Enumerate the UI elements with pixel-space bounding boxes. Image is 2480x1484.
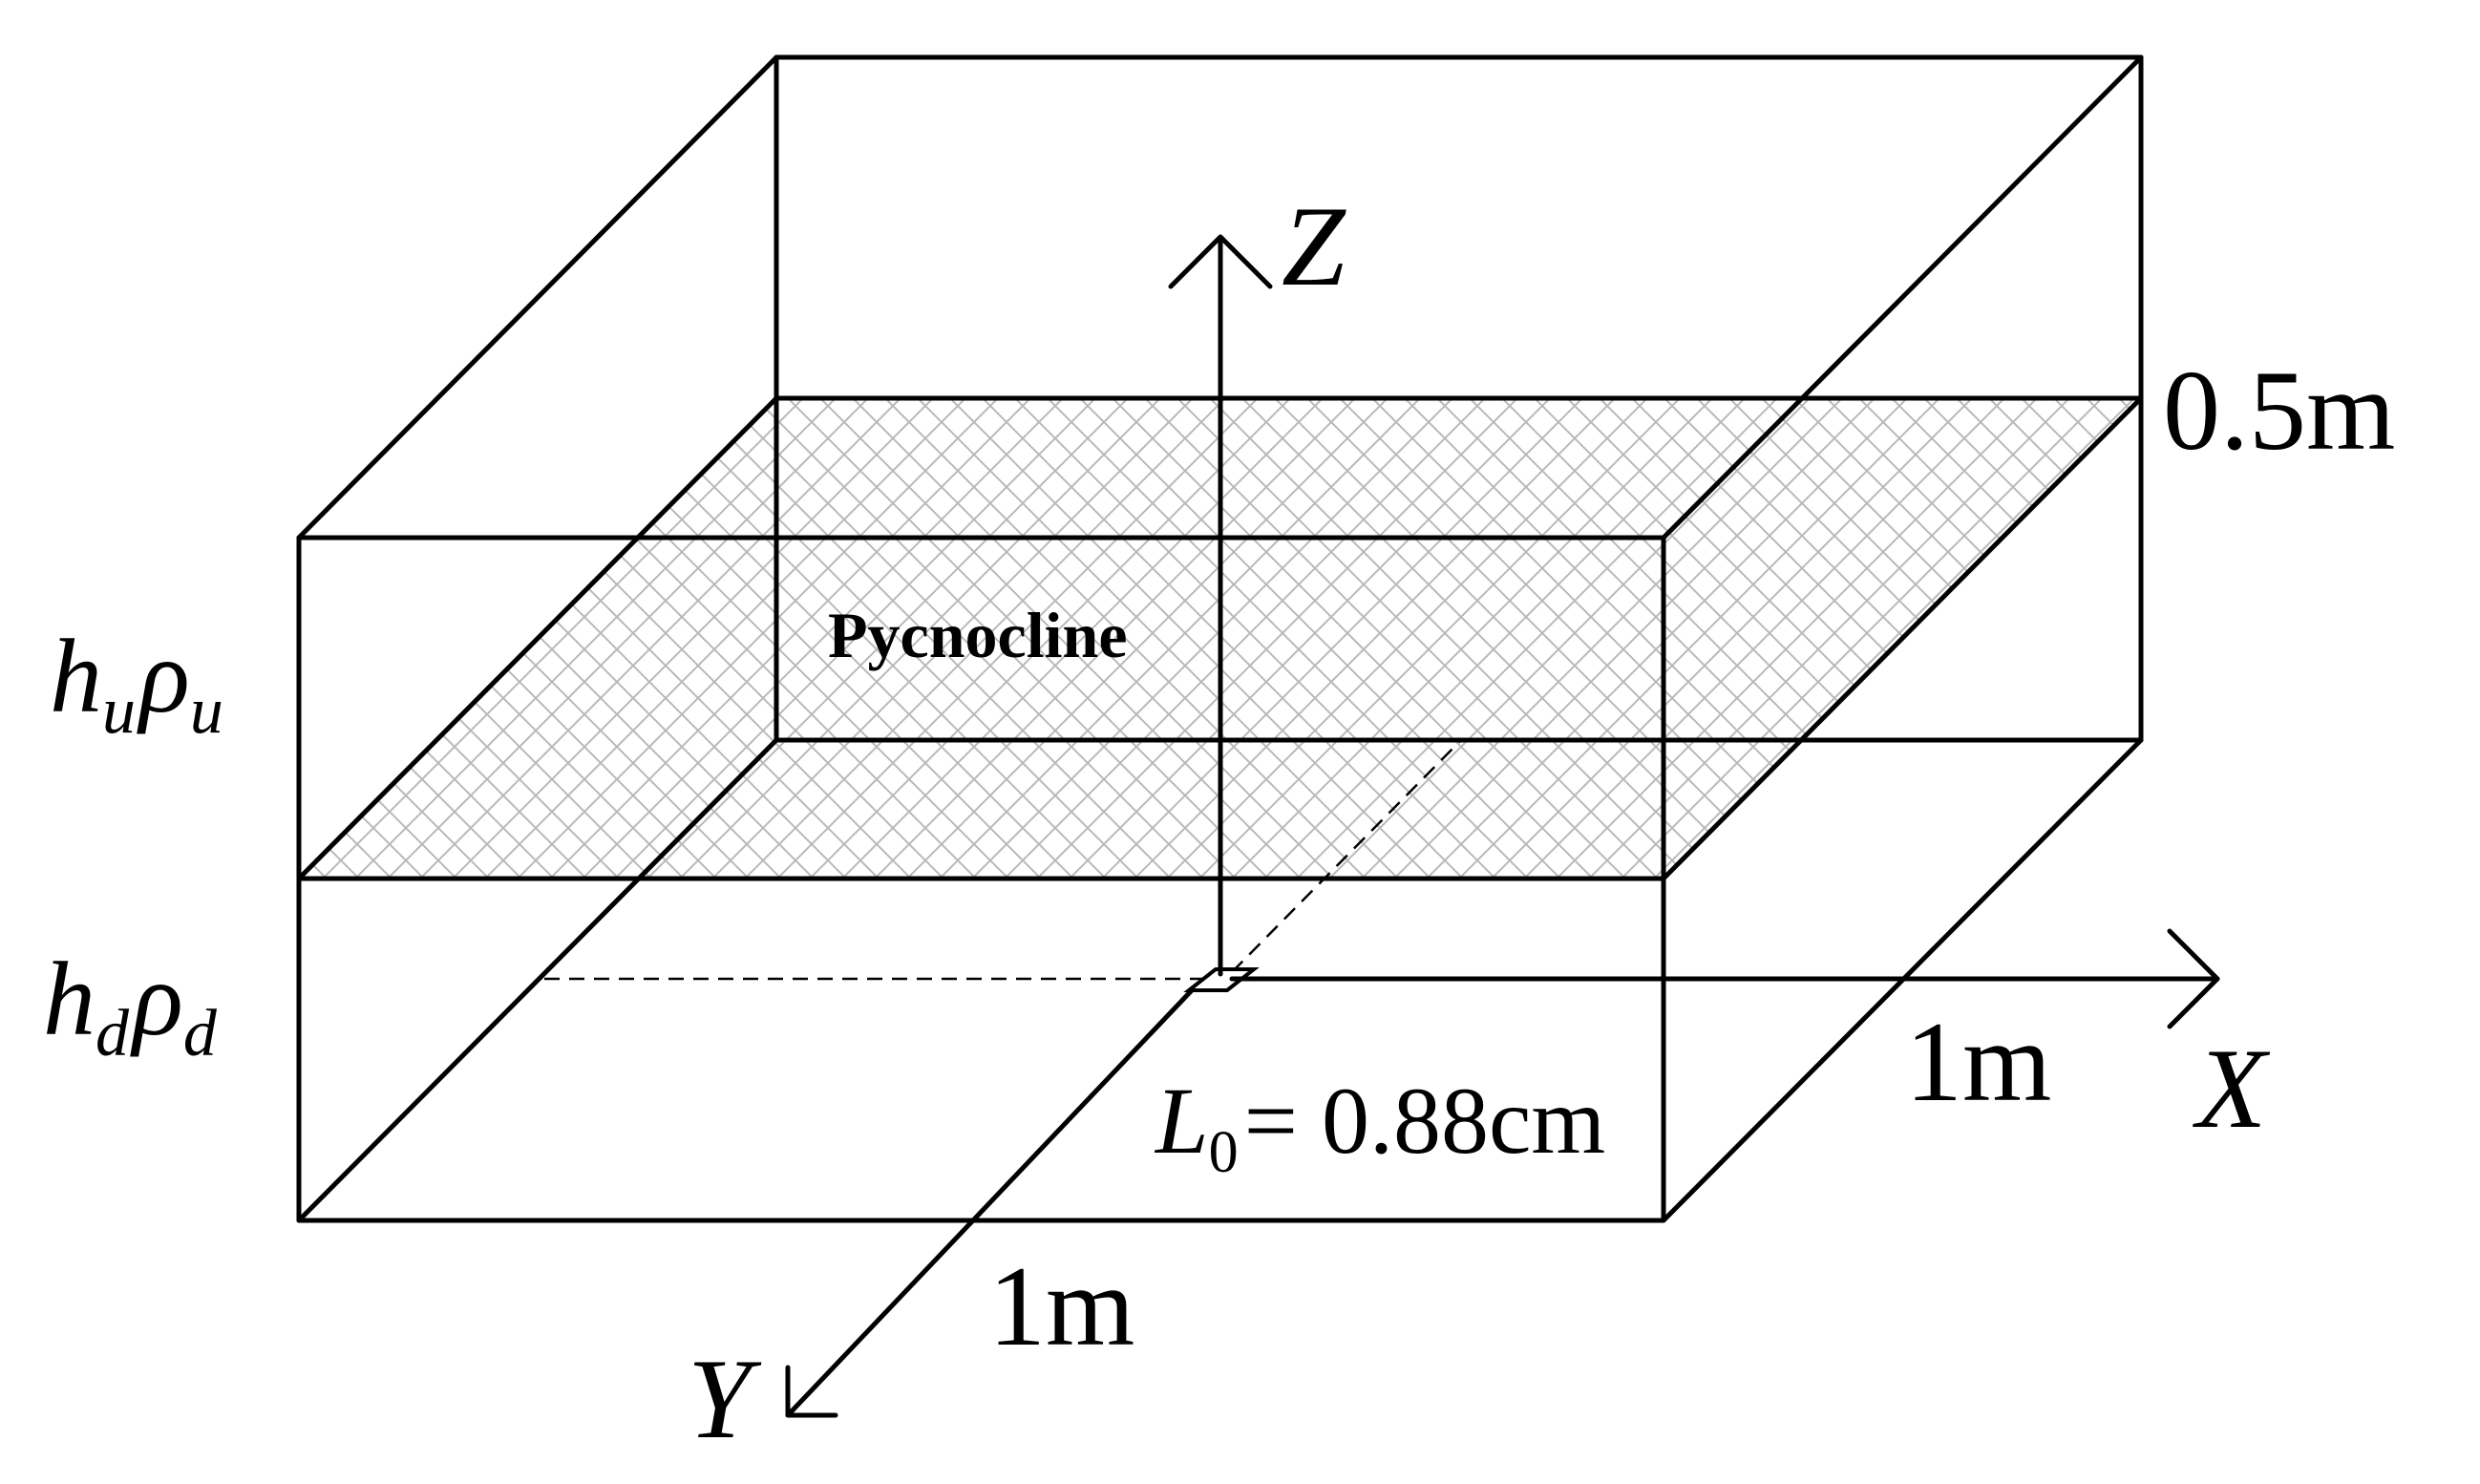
source-square [1183,967,1260,992]
pycnocline-label: Pycnocline [828,599,1128,671]
upper-layer-rho: ρ [137,618,190,734]
lower-layer-label: hdρd [43,941,218,1071]
lower-layer-h: h [43,941,95,1057]
source-size-value: = 0.88cm [1244,1068,1606,1174]
pycnocline-right-edge [1661,395,2144,881]
pycnocline-left-edge [296,395,779,881]
x-length-label: 1m [1905,998,2051,1125]
source-size-label: L0= 0.88cm [1154,1068,1605,1185]
edge-top-right [1661,54,2144,541]
y-length-label: 1m [988,1242,1134,1369]
upper-layer-h: h [50,618,102,734]
lower-layer-rho: ρ [130,941,183,1057]
source-size-symbol: L [1154,1068,1209,1174]
edge-top-left [296,54,779,541]
z-axis-label: Z [1282,182,1346,309]
upper-layer-rho-sub: u [190,674,223,748]
y-axis-line [785,987,1195,1418]
upper-layer-h-sub: u [102,674,136,748]
x-axis-label: X [2193,1025,2271,1152]
z-axis-arrowhead [1168,234,1273,289]
y-axis-arrowhead [785,1365,838,1418]
y-axis-label: Y [688,1335,762,1462]
tank-box [296,54,2144,1223]
edge-bottom-left [296,737,779,1223]
height-label: 0.5m [2163,347,2395,474]
lower-layer-h-sub: d [95,997,130,1071]
axes [785,234,2220,1418]
guide-dashed-diagonal [1231,739,1462,973]
lower-layer-rho-sub: d [183,997,218,1071]
upper-layer-label: huρu [50,618,223,748]
x-axis-arrowhead [2167,928,2220,1029]
source-size-sub: 0 [1209,1120,1239,1185]
